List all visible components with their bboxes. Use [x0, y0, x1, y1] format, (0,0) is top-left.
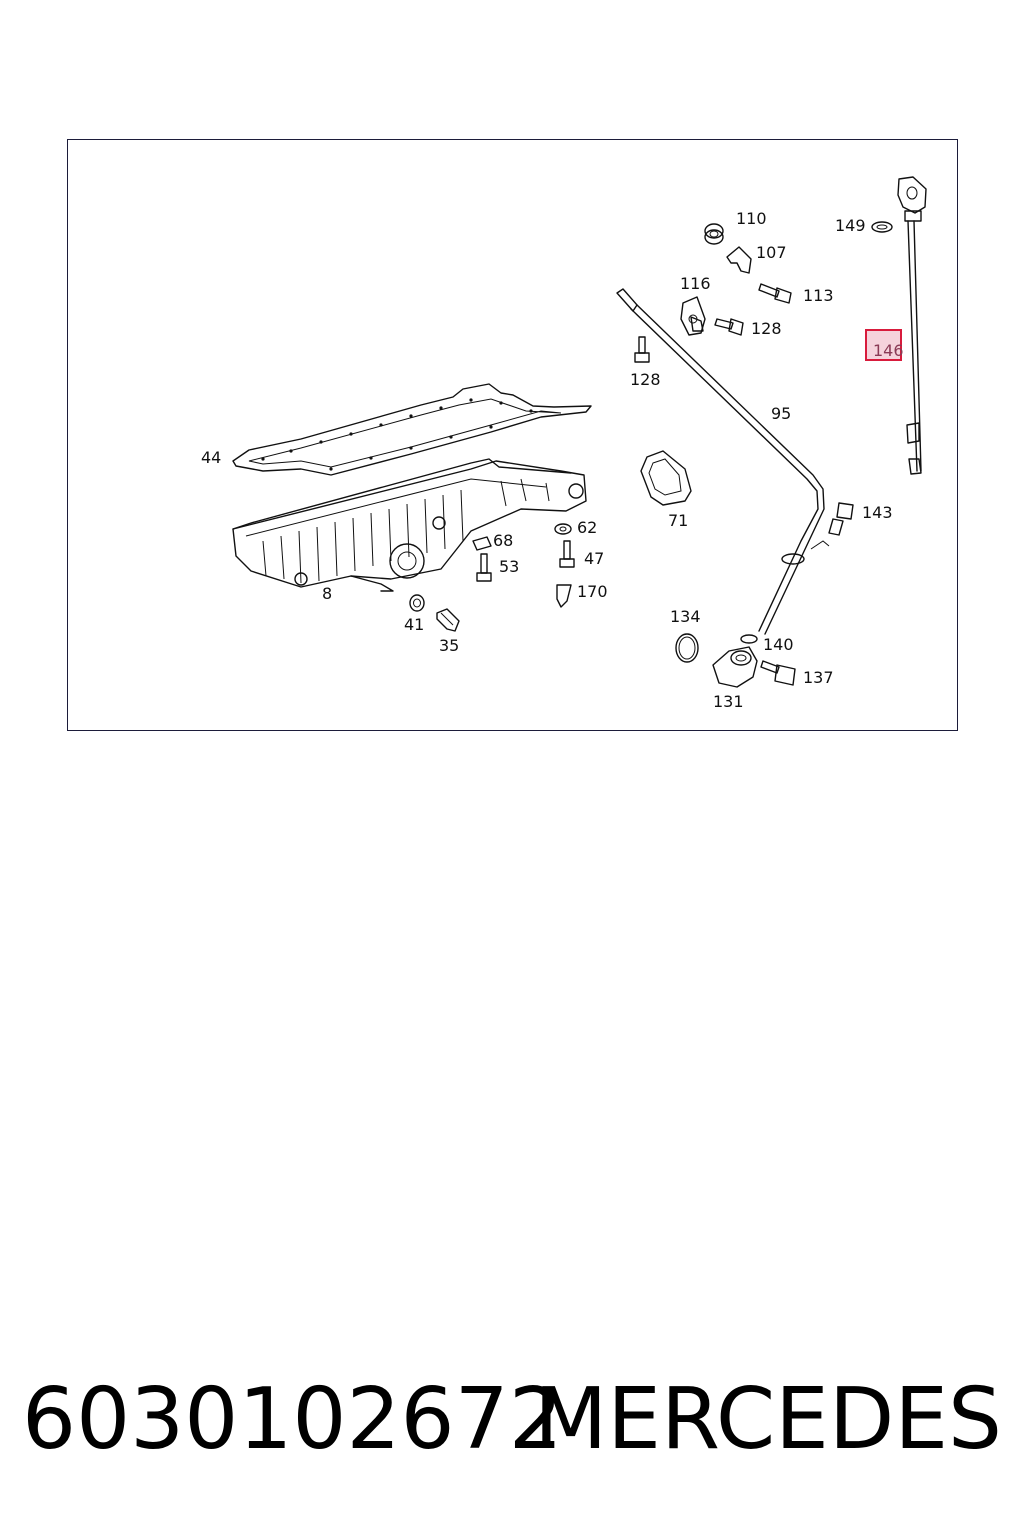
label-149: 149 [835, 216, 866, 235]
highlight-box-146 [865, 329, 902, 361]
drain-plug-35 [436, 608, 460, 632]
label-71: 71 [668, 511, 688, 530]
label-170: 170 [577, 582, 608, 601]
footer-caption: 6030102672 MERCEDES [0, 1370, 1024, 1470]
label-134: 134 [670, 607, 701, 626]
bolt-113 [758, 283, 792, 304]
seal-ring-41 [409, 594, 425, 612]
oil-pan [232, 458, 587, 592]
o-ring-134 [675, 633, 699, 663]
label-62: 62 [577, 518, 597, 537]
label-137: 137 [803, 668, 834, 687]
label-53: 53 [499, 557, 519, 576]
label-110: 110 [736, 209, 767, 228]
label-128-right: 128 [751, 319, 782, 338]
bolt-143 [828, 502, 854, 536]
brand-name: MERCEDES [533, 1370, 1002, 1469]
label-116: 116 [680, 274, 711, 293]
adapter-131 [712, 646, 758, 688]
label-41: 41 [404, 615, 424, 634]
washer-62 [554, 523, 572, 535]
washer-140 [740, 634, 758, 644]
sensor-170 [556, 584, 572, 608]
label-143: 143 [862, 503, 893, 522]
grommet-110 [704, 223, 724, 245]
bolt-53 [476, 553, 492, 582]
label-140: 140 [763, 635, 794, 654]
bolt-47 [559, 540, 575, 568]
label-95: 95 [771, 404, 791, 423]
bracket-116 [680, 296, 706, 336]
part-number: 6030102672 [22, 1370, 563, 1469]
dipstick-guide-tube-95 [616, 288, 830, 635]
label-107: 107 [756, 243, 787, 262]
clip-68 [472, 536, 492, 551]
label-35: 35 [439, 636, 459, 655]
exploded-parts-diagram: 44 8 41 35 68 53 62 47 170 71 128 116 11… [201, 176, 927, 711]
parts-diagram-frame: 44 8 41 35 68 53 62 47 170 71 128 116 11… [67, 139, 958, 731]
label-47: 47 [584, 549, 604, 568]
label-44: 44 [201, 448, 221, 467]
label-8: 8 [322, 584, 332, 603]
bolt-128-left [634, 336, 650, 363]
oil-dipstick-146 [897, 176, 927, 475]
label-131: 131 [713, 692, 744, 711]
bolt-128-right [714, 318, 744, 336]
label-113: 113 [803, 286, 834, 305]
label-146: 146 [873, 341, 904, 360]
oil-pan-gasket [232, 383, 592, 476]
seal-71 [640, 450, 692, 506]
clip-107 [726, 246, 752, 274]
bolt-137 [760, 660, 796, 686]
label-68: 68 [493, 531, 513, 550]
label-128-left: 128 [630, 370, 661, 389]
o-ring-149 [871, 221, 893, 233]
